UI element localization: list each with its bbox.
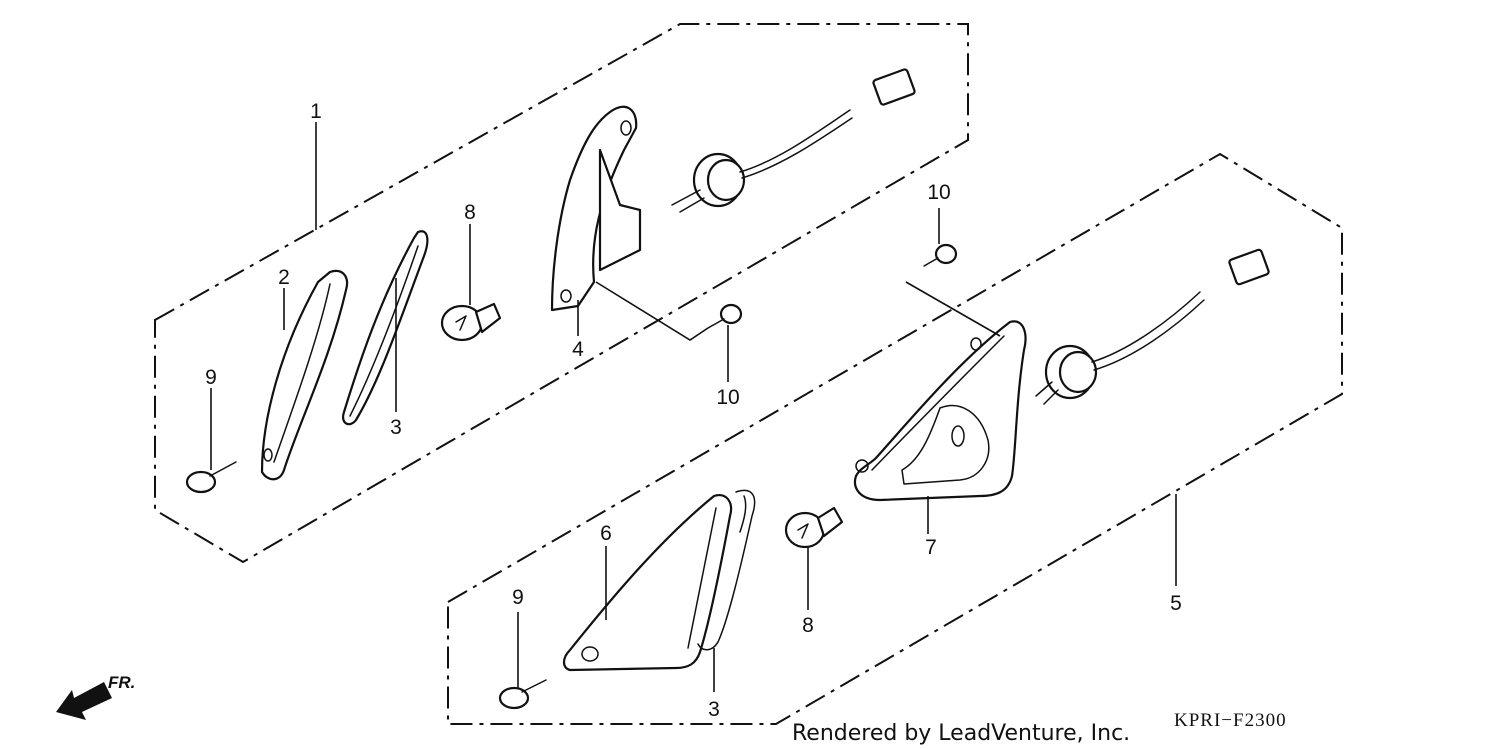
part-2-lens-strip[interactable] [260, 269, 349, 481]
socket-harness-lower[interactable] [1035, 248, 1270, 405]
part-4-housing-upper[interactable] [550, 105, 642, 312]
part-3-gasket-lower[interactable] [697, 489, 756, 651]
assembly-5-group: 5 6 7 8 9 3 10 [447, 152, 1343, 725]
callout-9a: 9 [205, 366, 217, 389]
render-credit: Rendered by LeadVenture, Inc. [792, 721, 1130, 746]
assembly-1-group: 1 2 3 4 8 9 10 [154, 23, 969, 564]
callout-6: 6 [600, 522, 612, 545]
leader-10b-link [905, 281, 1001, 337]
callout-2: 2 [278, 266, 290, 289]
front-label: FR. [108, 673, 135, 692]
part-9-screw-upper[interactable] [185, 461, 237, 494]
diagram-code: KPRI−F2300 [1174, 710, 1287, 731]
part-10-screw-lower[interactable] [923, 243, 958, 267]
callout-3a: 3 [390, 416, 402, 439]
callout-8a: 8 [464, 201, 476, 224]
callout-1: 1 [310, 100, 322, 123]
callout-4: 4 [572, 338, 584, 361]
callout-7: 7 [925, 536, 937, 559]
assembly-5-frame [447, 152, 1343, 725]
callout-5: 5 [1170, 592, 1182, 615]
callout-8b: 8 [802, 614, 814, 637]
socket-harness-upper[interactable] [671, 68, 916, 213]
part-8-bulb-upper[interactable] [440, 302, 502, 342]
front-arrow-icon [56, 682, 112, 720]
callout-10a: 10 [716, 386, 739, 409]
front-direction-indicator: FR. [56, 673, 135, 720]
part-10-screw-upper[interactable] [707, 303, 743, 329]
part-7-housing-lower[interactable] [853, 320, 1027, 502]
assembly-1-frame [154, 23, 969, 564]
callout-9b: 9 [512, 586, 524, 609]
part-9-screw-lower[interactable] [498, 679, 547, 710]
part-6-lens-lower[interactable] [562, 494, 733, 672]
part-3-gasket-upper[interactable] [342, 230, 429, 426]
leader-10a-link [595, 281, 709, 341]
callout-10b: 10 [927, 181, 950, 204]
part-8-bulb-lower[interactable] [784, 506, 844, 549]
callout-3b: 3 [708, 698, 720, 721]
